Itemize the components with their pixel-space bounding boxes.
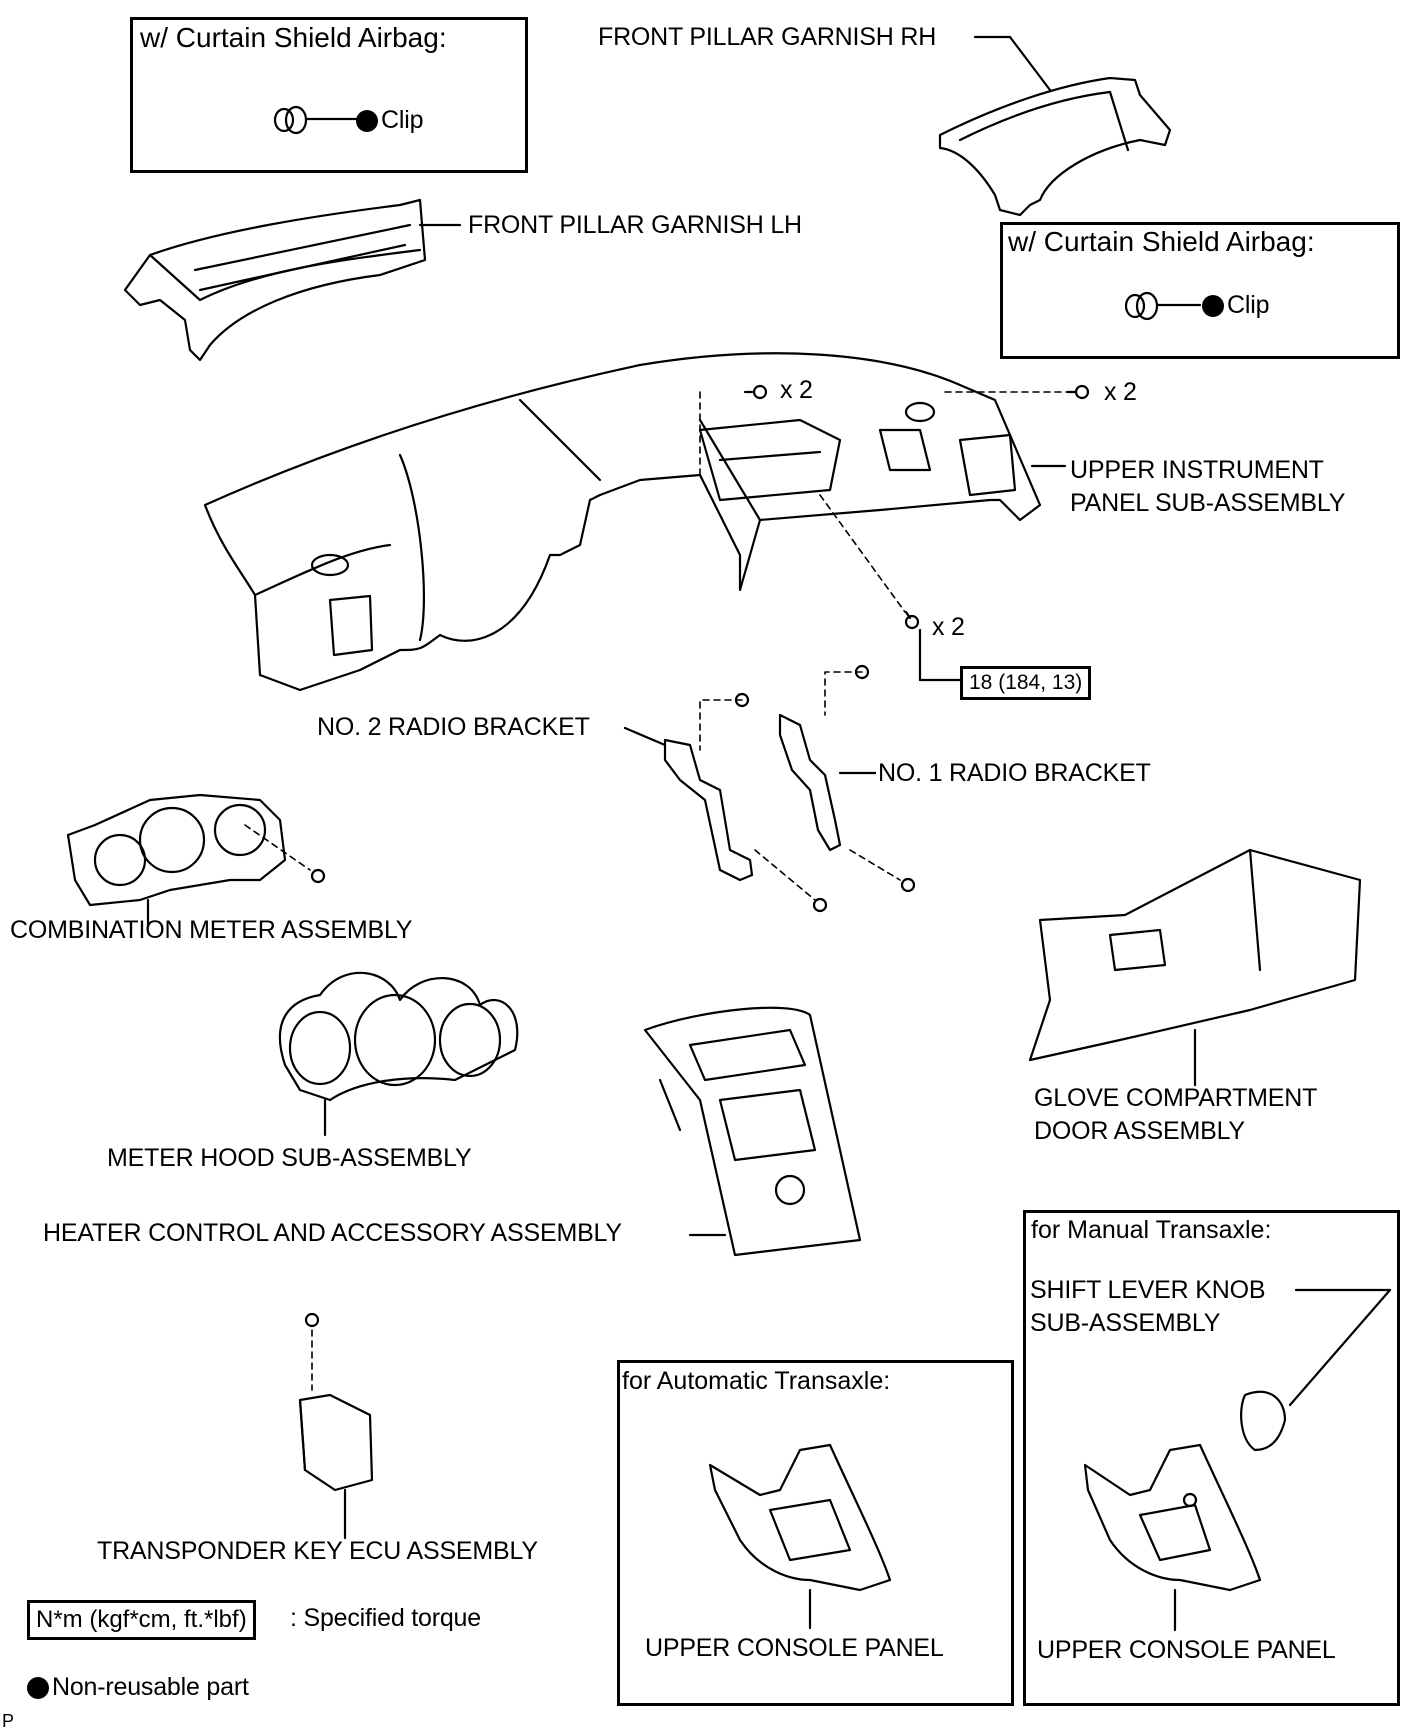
- label-upper-instrument-2: PANEL SUB-ASSEMBLY: [1070, 489, 1346, 517]
- dashed-guides: [244, 391, 1071, 1391]
- nonreusable-dot-icon: [356, 110, 378, 133]
- qty-label-1: x 2: [780, 376, 813, 404]
- combination-meter-drawing: [66, 793, 287, 927]
- manual-upper-console-label: UPPER CONSOLE PANEL: [1037, 1636, 1336, 1664]
- legend-torque-desc: : Specified torque: [290, 1604, 481, 1632]
- nonreusable-dot-icon: [27, 1677, 49, 1700]
- inset-box-top-left: [130, 17, 528, 173]
- no1-radio-bracket-drawing: [778, 713, 877, 852]
- clip-label-right: Clip: [1202, 290, 1269, 320]
- label-upper-instrument-1: UPPER INSTRUMENT: [1070, 456, 1324, 484]
- manual-transaxle-box: [1023, 1210, 1400, 1706]
- clip-icon-top-left: [273, 105, 358, 135]
- label-glove-compartment-1: GLOVE COMPARTMENT: [1034, 1084, 1318, 1112]
- label-no1-radio-bracket: NO. 1 RADIO BRACKET: [878, 759, 1151, 787]
- auto-transaxle-box: [617, 1360, 1014, 1706]
- upper-console-panel-auto-drawing: [708, 1443, 892, 1630]
- legend-nonreusable: Non-reusable part: [27, 1672, 249, 1702]
- nonreusable-dot-icon: [1202, 295, 1224, 318]
- clip-icon-right: [1124, 291, 1202, 321]
- manual-transaxle-title: for Manual Transaxle:: [1031, 1216, 1272, 1244]
- qty-label-2: x 2: [1104, 378, 1137, 406]
- inset-title-top-left: w/ Curtain Shield Airbag:: [140, 22, 447, 53]
- torque-value-box: 18 (184, 13): [960, 666, 1092, 700]
- auto-upper-console-label: UPPER CONSOLE PANEL: [645, 1634, 944, 1662]
- label-meter-hood: METER HOOD SUB-ASSEMBLY: [107, 1144, 472, 1172]
- auto-transaxle-title: for Automatic Transaxle:: [622, 1367, 891, 1395]
- front-pillar-garnish-rh-drawing: [938, 35, 1172, 217]
- label-front-pillar-lh: FRONT PILLAR GARNISH LH: [468, 211, 802, 239]
- qty-label-3: x 2: [932, 613, 965, 641]
- corner-mark: P: [2, 1711, 14, 1731]
- meter-hood-drawing: [278, 971, 519, 1137]
- clip-label-top-left: Clip: [356, 105, 423, 135]
- label-combination-meter: COMBINATION METER ASSEMBLY: [10, 916, 413, 944]
- front-pillar-garnish-lh-drawing: [123, 198, 462, 362]
- label-glove-compartment-2: DOOR ASSEMBLY: [1034, 1117, 1245, 1145]
- glove-compartment-drawing: [1028, 848, 1362, 1087]
- no2-radio-bracket-drawing: [623, 726, 754, 882]
- inset-box-right: [1000, 222, 1400, 359]
- label-front-pillar-rh: FRONT PILLAR GARNISH RH: [598, 23, 937, 51]
- upper-instrument-panel-drawing: [203, 352, 1067, 692]
- label-transponder-ecu: TRANSPONDER KEY ECU ASSEMBLY: [97, 1537, 538, 1565]
- label-heater-control: HEATER CONTROL AND ACCESSORY ASSEMBLY: [43, 1219, 622, 1247]
- transponder-ecu-drawing: [298, 1393, 374, 1540]
- shift-lever-knob-drawing: [1240, 1288, 1392, 1452]
- label-shift-lever-knob-2: SUB-ASSEMBLY: [1030, 1309, 1221, 1337]
- label-shift-lever-knob-1: SHIFT LEVER KNOB: [1030, 1276, 1266, 1304]
- screw-icons: [304, 384, 1090, 1328]
- upper-console-panel-manual-drawing: [1083, 1443, 1262, 1632]
- inset-title-right: w/ Curtain Shield Airbag:: [1008, 226, 1315, 257]
- legend-torque-unit-box: N*m (kgf*cm, ft.*lbf): [27, 1600, 256, 1640]
- heater-control-drawing: [643, 1006, 862, 1257]
- label-no2-radio-bracket: NO. 2 RADIO BRACKET: [317, 713, 590, 741]
